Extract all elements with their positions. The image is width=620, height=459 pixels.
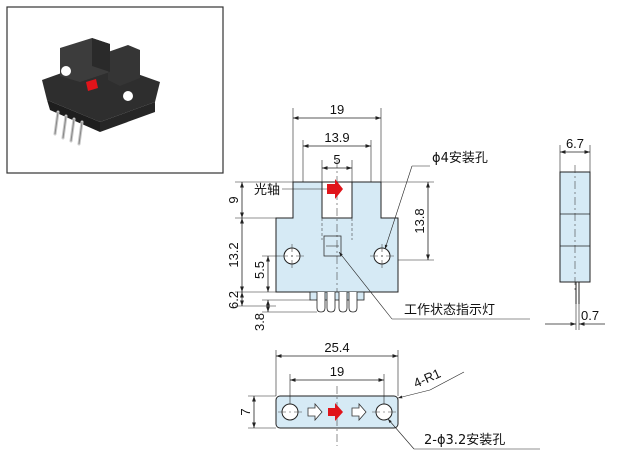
front-view: 19 13.9 5 9 13.2 5.5 6.2 3.8: [226, 102, 530, 331]
side-view: 6.7 0.7: [545, 136, 605, 330]
label-optical-axis: 光轴: [254, 183, 280, 198]
dim-flange-height: 13.2: [226, 242, 241, 267]
bottom-view: 25.4 19 7 4-R1 2-ϕ3.2安装孔: [238, 340, 540, 450]
dim-slot-depth: 9: [226, 196, 241, 203]
dim-hole-pitch: 19: [330, 364, 344, 379]
dim-right: 13.8: [412, 208, 427, 233]
dim-bottom: 6.2: [226, 291, 241, 309]
dim-overall-width: 19: [330, 102, 344, 117]
label-corner-radius: 4-R1: [411, 366, 443, 391]
label-mount-hole: ϕ4安装孔: [432, 151, 488, 166]
bottom-axis-arrow: [328, 403, 343, 421]
dim-slot-width: 5: [333, 152, 340, 167]
pins: [316, 292, 358, 313]
dim-height: 7: [238, 408, 253, 415]
indicator-led: [86, 79, 98, 91]
label-holes: 2-ϕ3.2安装孔: [424, 433, 505, 448]
dim-pin: 3.8: [252, 313, 267, 331]
optical-axis-arrow: [327, 179, 343, 199]
dim-hole-height: 5.5: [252, 261, 267, 279]
dim-thickness: 6.7: [566, 136, 584, 151]
dim-pin-offset: 0.7: [581, 308, 599, 323]
indicator-window: [323, 235, 342, 257]
dim-total-length: 25.4: [324, 340, 349, 355]
label-indicator: 工作状态指示灯: [404, 303, 495, 318]
dim-inner-width: 13.9: [324, 130, 349, 145]
sensor-image: [42, 38, 160, 146]
product-photo: [6, 6, 224, 174]
